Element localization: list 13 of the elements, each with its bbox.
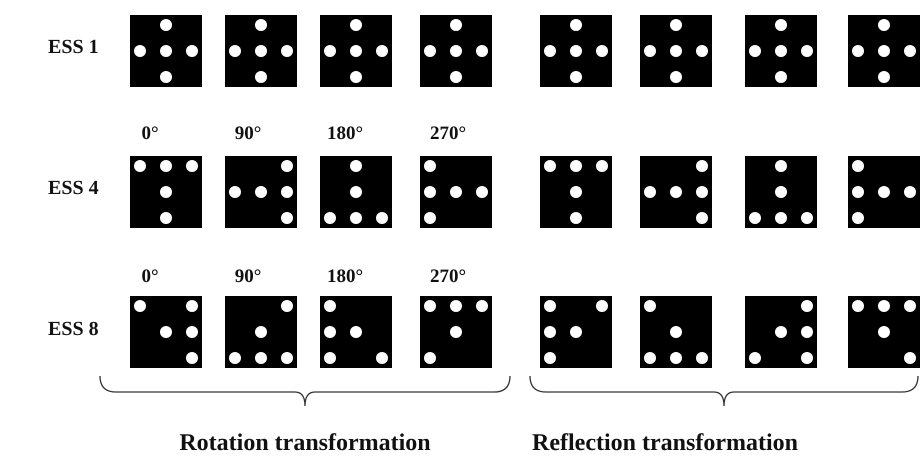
row-label: ESS 4 bbox=[48, 177, 99, 200]
group-caption: Reflection transformation bbox=[532, 430, 798, 457]
angle-label: 270° bbox=[430, 123, 466, 145]
angle-label: 180° bbox=[326, 266, 364, 288]
row-label: ESS 8 bbox=[48, 318, 99, 341]
angle-label: 90° bbox=[234, 123, 262, 145]
angle-label: 0° bbox=[141, 266, 159, 288]
angle-label: 90° bbox=[234, 266, 262, 288]
angle-label: 0° bbox=[141, 123, 159, 145]
angle-label: 180° bbox=[326, 123, 364, 145]
row-label: ESS 1 bbox=[48, 36, 99, 59]
angle-label: 270° bbox=[430, 266, 466, 288]
group-caption: Rotation transformation bbox=[179, 430, 431, 457]
